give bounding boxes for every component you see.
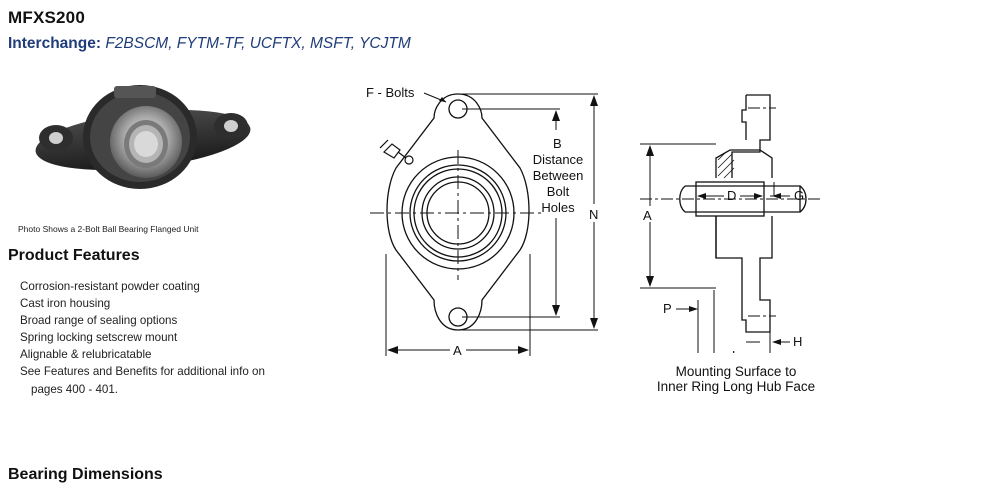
b-label: B (553, 136, 562, 151)
interchange-values: F2BSCM, FYTM-TF, UCFTX, MSFT, YCJTM (105, 35, 411, 52)
bolts-label: F - Bolts (366, 85, 415, 100)
p-label: P (663, 301, 672, 316)
bolt-label: Bolt (547, 184, 570, 199)
feature-item: Broad range of sealing options (20, 314, 178, 328)
side-view-diagram: A D G P L H (640, 94, 820, 353)
mounting-line-1: Mounting Surface to (675, 364, 797, 379)
front-view-diagram: F - Bolts B Distance Between Bolt Holes … (366, 85, 598, 358)
side-a-label: A (643, 208, 652, 223)
features-list: Corrosion-resistant powder coating Cast … (20, 278, 276, 398)
distance-label: Distance (533, 152, 584, 167)
feature-item: See Features and Benefits for additional… (20, 365, 265, 396)
holes-label: Holes (541, 200, 575, 215)
bearing-dimensions-heading: Bearing Dimensions (8, 466, 163, 483)
feature-item: Spring locking setscrew mount (20, 331, 178, 345)
n-label: N (589, 207, 598, 222)
d-label: D (727, 188, 736, 203)
between-label: Between (533, 168, 584, 183)
feature-item: Corrosion-resistant powder coating (20, 280, 200, 293)
g-label: G (794, 188, 804, 203)
l-label: L (732, 348, 739, 353)
interchange-label: Interchange: (8, 35, 102, 52)
product-photo (35, 85, 251, 189)
product-title: MFXS200 (8, 8, 85, 27)
mounting-line-2: Inner Ring Long Hub Face (656, 379, 816, 394)
interchange-line: Interchange: F2BSCM, FYTM-TF, UCFTX, MSF… (8, 35, 411, 53)
feature-item: Alignable & relubricatable (20, 348, 152, 362)
h-label: H (793, 334, 802, 349)
photo-caption: Photo Shows a 2-Bolt Ball Bearing Flange… (18, 224, 199, 234)
mounting-surface-note: Mounting Surface to Inner Ring Long Hub … (630, 364, 842, 394)
features-heading: Product Features (8, 247, 140, 264)
feature-item: Cast iron housing (20, 297, 111, 311)
a-label: A (453, 343, 462, 358)
